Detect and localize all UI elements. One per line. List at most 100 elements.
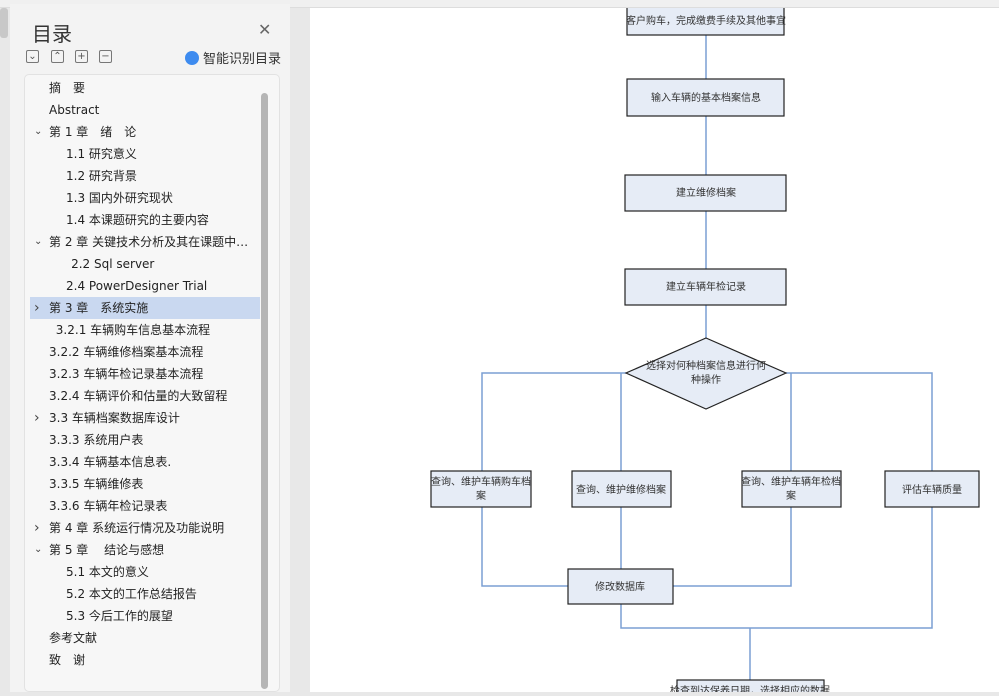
toc-item[interactable]: 3.3.4 车辆基本信息表. <box>30 451 260 473</box>
ai-icon <box>185 50 199 65</box>
smart-toc-button[interactable]: 智能识别目录 <box>185 48 281 67</box>
flow-text: 评估车辆质量 <box>902 483 962 496</box>
toc-item[interactable]: 3.2.3 车辆年检记录基本流程 <box>30 363 260 385</box>
flow-box-inspection <box>624 268 787 306</box>
flow-text: 修改数据库 <box>595 580 645 593</box>
toc-item-label: 1.1 研究意义 <box>66 147 137 161</box>
toc-item[interactable]: 1.4 本课题研究的主要内容 <box>30 209 260 231</box>
toc-panel: 目录 ✕ ⌄ ⌃ + − 智能识别目录 摘 要 Abstract ⌄ 第 1 章 绪 … <box>10 4 290 692</box>
flowchart: 客户购车，完成缴费手续及其他事宜 输入车辆的基本档案信息 建立维修档案 建立车辆… <box>430 4 980 696</box>
outer-scrollbar[interactable] <box>0 8 8 38</box>
chevron-right-icon[interactable]: › <box>34 520 40 536</box>
chevron-right-icon[interactable]: › <box>34 410 40 426</box>
toc-item-label: Abstract <box>49 103 100 117</box>
toc-item-label: 3.2.4 车辆评价和估量的大致留程 <box>49 389 228 403</box>
toc-item-label: 1.2 研究背景 <box>66 169 137 183</box>
toc-scrollbar[interactable] <box>261 93 268 689</box>
toc-title: 目录 <box>32 22 72 46</box>
flow-box-d <box>884 470 980 508</box>
remove-icon[interactable]: − <box>99 50 112 63</box>
toc-item-label: 5.3 今后工作的展望 <box>66 609 173 623</box>
flow-box-repair-file <box>624 174 787 212</box>
flow-text: 查询、维护车辆购车档 <box>431 475 531 488</box>
toc-item[interactable]: 摘 要 <box>30 77 260 99</box>
chevron-right-icon[interactable]: › <box>34 300 40 316</box>
chevron-down-icon[interactable]: ⌄ <box>34 544 43 555</box>
toc-item[interactable]: 2.4 PowerDesigner Trial <box>30 275 260 297</box>
flow-text: 建立车辆年检记录 <box>666 280 746 293</box>
toc-item[interactable]: 2.2 Sql server <box>30 253 260 275</box>
flow-box-purchase <box>626 4 785 36</box>
toc-item-label: 2.4 PowerDesigner Trial <box>66 279 208 293</box>
toc-item-label: 2.2 Sql server <box>71 257 155 271</box>
flow-text: 查询、维护车辆年检档 <box>741 475 841 488</box>
flow-box-a <box>430 470 532 508</box>
smart-toc-label: 智能识别目录 <box>203 52 282 67</box>
toc-item-label: 3.3.5 车辆维修表 <box>49 477 144 491</box>
flow-box-input-info <box>626 78 785 117</box>
toc-item-label: 参考文献 <box>49 631 98 645</box>
flow-box-b <box>571 470 672 508</box>
toc-item[interactable]: 致 谢 <box>30 649 260 671</box>
toc-item[interactable]: 1.3 国内外研究现状 <box>30 187 260 209</box>
toc-item-label: 3.2.3 车辆年检记录基本流程 <box>49 367 204 381</box>
toc-list: 摘 要 Abstract ⌄ 第 1 章 绪 论 1.1 研究意义 1.2 研究背景 1.3… <box>24 74 280 692</box>
flow-text: 建立维修档案 <box>676 186 736 199</box>
toc-item-label: 3.2.2 车辆维修档案基本流程 <box>49 345 204 359</box>
toc-item-label: 第 3 章 系统实施 <box>49 301 149 315</box>
add-icon[interactable]: + <box>75 50 88 63</box>
flow-text: 案 <box>476 489 486 502</box>
flow-text: 选择对何种档案信息进行何 <box>646 359 766 372</box>
flow-text: 查询、维护维修档案 <box>576 483 666 496</box>
toc-item[interactable]: 1.1 研究意义 <box>30 143 260 165</box>
expand-all-icon[interactable]: ⌄ <box>26 50 39 63</box>
collapse-all-icon[interactable]: ⌃ <box>51 50 64 63</box>
flow-text: 案 <box>786 489 796 502</box>
toc-item[interactable]: › 第 3 章 系统实施 <box>30 297 260 319</box>
flow-box-modify-db <box>567 568 674 605</box>
toc-item-label: 致 谢 <box>49 653 86 667</box>
flow-text: 检查到达保养日期，选择相应的数据 <box>670 684 830 692</box>
flow-decision <box>624 337 788 410</box>
toc-item-label: 5.2 本文的工作总结报告 <box>66 587 197 601</box>
toc-item-label: 3.2.1 车辆购车信息基本流程 <box>55 323 211 337</box>
toc-item[interactable]: 5.3 今后工作的展望 <box>30 605 260 627</box>
toc-item[interactable]: 参考文献 <box>30 627 260 649</box>
toc-item-label: 1.3 国内外研究现状 <box>66 191 173 205</box>
toc-item[interactable]: 3.3.5 车辆维修表 <box>30 473 260 495</box>
top-toolbar <box>0 0 999 8</box>
toc-item[interactable]: 3.2.2 车辆维修档案基本流程 <box>30 341 260 363</box>
toc-item[interactable]: › 第 4 章 系统运行情况及功能说明 <box>30 517 260 539</box>
toc-item-label: 3.3.3 系统用户表 <box>49 433 144 447</box>
chevron-down-icon[interactable]: ⌄ <box>34 126 43 137</box>
toc-item[interactable]: ⌄ 第 1 章 绪 论 <box>30 121 260 143</box>
toc-item[interactable]: 3.3.6 车辆年检记录表 <box>30 495 260 517</box>
toc-item[interactable]: 1.2 研究背景 <box>30 165 260 187</box>
connectors <box>481 35 933 680</box>
toc-item-label: 第 4 章 系统运行情况及功能说明 <box>49 521 225 535</box>
flow-text: 种操作 <box>691 373 721 386</box>
toc-item-label: 1.4 本课题研究的主要内容 <box>66 213 209 227</box>
chevron-down-icon[interactable]: ⌄ <box>34 236 43 247</box>
flow-text: 输入车辆的基本档案信息 <box>651 91 761 104</box>
flow-text: 客户购车，完成缴费手续及其他事宜 <box>626 14 786 27</box>
toc-item-label: 摘 要 <box>49 81 86 95</box>
toc-item[interactable]: ⌄ 第 5 章 结论与感想 <box>30 539 260 561</box>
document-page: 客户购车，完成缴费手续及其他事宜 输入车辆的基本档案信息 建立维修档案 建立车辆… <box>310 4 999 696</box>
toc-item[interactable]: ⌄ 第 2 章 关键技术分析及其在课题中的应用 <box>30 231 260 253</box>
toc-item[interactable]: Abstract <box>30 99 260 121</box>
flow-box-c <box>741 470 842 508</box>
toc-item[interactable]: 5.1 本文的意义 <box>30 561 260 583</box>
toc-item-label: 第 5 章 结论与感想 <box>49 543 165 557</box>
toc-item-label: 3.3.4 车辆基本信息表. <box>49 455 172 469</box>
toc-item-label: 3.3.6 车辆年检记录表 <box>49 499 168 513</box>
toc-item[interactable]: 3.3.3 系统用户表 <box>30 429 260 451</box>
toc-item[interactable]: 3.2.1 车辆购车信息基本流程 <box>30 319 260 341</box>
toc-item[interactable]: › 3.3 车辆档案数据库设计 <box>30 407 260 429</box>
close-icon[interactable]: ✕ <box>258 20 272 39</box>
toc-item-label: 3.3 车辆档案数据库设计 <box>49 411 180 425</box>
toc-item[interactable]: 5.2 本文的工作总结报告 <box>30 583 260 605</box>
toc-item[interactable]: 3.2.4 车辆评价和估量的大致留程 <box>30 385 260 407</box>
toc-item-label: 第 1 章 绪 论 <box>49 125 137 139</box>
toc-item-label: 第 2 章 关键技术分析及其在课题中的应用 <box>49 235 260 249</box>
